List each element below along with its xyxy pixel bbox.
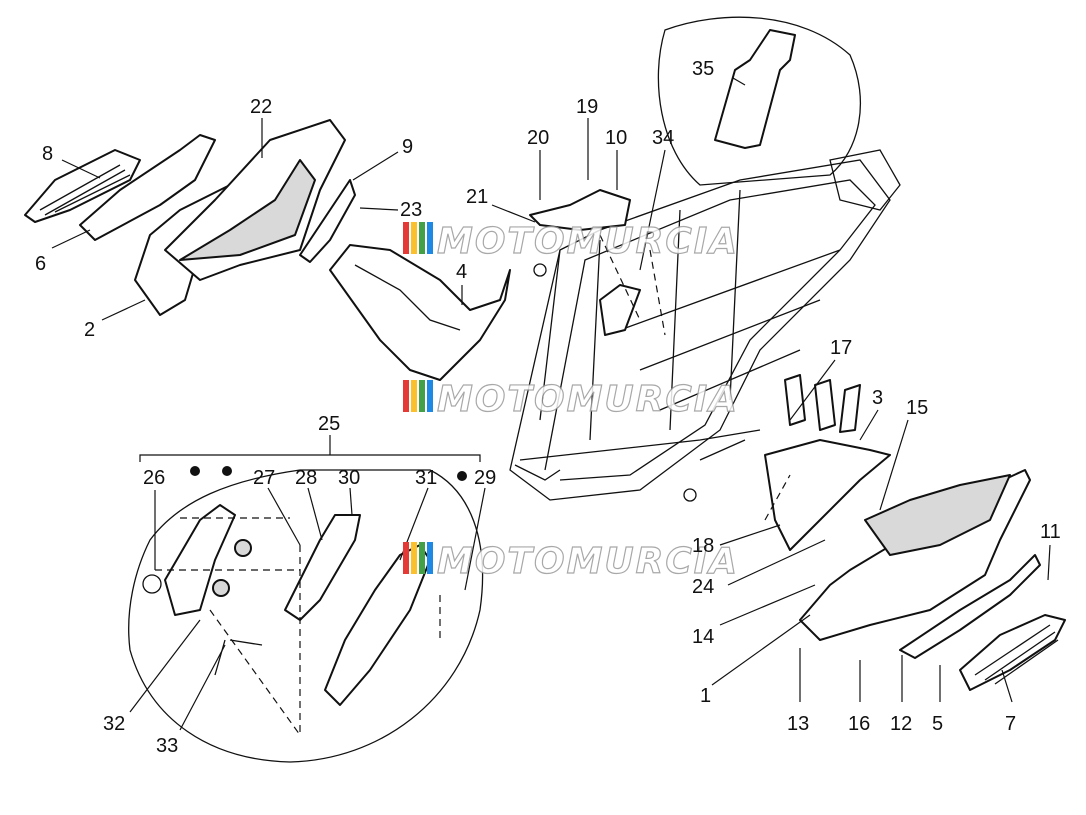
- callout-19: 19: [576, 96, 598, 118]
- watermark-middle: MOTOMURCIA: [403, 378, 739, 421]
- part-3-bracket: [764, 439, 891, 551]
- callout-30: 30: [338, 467, 360, 489]
- dot-b: [222, 466, 232, 476]
- callout-11: 11: [1040, 521, 1061, 543]
- callout-25: 25: [318, 413, 340, 435]
- callout-8: 8: [42, 143, 53, 165]
- callout-20: 20: [527, 127, 549, 149]
- callout-labels: 8 6 2 22 9 23 4 20 19 10 34 21 35 17 3 1…: [35, 58, 1061, 757]
- callout-17: 17: [830, 337, 852, 359]
- callout-9: 9: [402, 136, 413, 158]
- callout-14: 14: [692, 626, 714, 648]
- callout-24: 24: [692, 576, 714, 598]
- watermark-bottom: MOTOMURCIA: [403, 540, 739, 583]
- assembly-dashed-lines: [155, 234, 791, 736]
- callout-27: 27: [253, 467, 275, 489]
- part-26-bracket: [164, 504, 236, 616]
- watermark-top: MOTOMURCIA: [403, 220, 739, 263]
- part-27-washer-b: [212, 579, 230, 597]
- watermark-text-middle: MOTOMURCIA: [437, 379, 739, 420]
- part-32-washer: [142, 574, 162, 594]
- part-12-rail: [899, 554, 1041, 659]
- leader-lines: [51, 77, 1051, 731]
- part-22-shading: [179, 159, 316, 261]
- watermark-text-top: MOTOMURCIA: [437, 221, 739, 262]
- part-7-hatch: [974, 624, 1059, 685]
- part-10-bracket: [529, 189, 631, 231]
- callout-7: 7: [1005, 713, 1016, 735]
- dot-a: [190, 466, 200, 476]
- part-7-mat: [959, 614, 1066, 691]
- callout-22: 22: [250, 96, 272, 118]
- callout-5: 5: [932, 713, 943, 735]
- callout-16: 16: [848, 713, 870, 735]
- part-33-pin: [214, 639, 263, 676]
- callout-35: 35: [692, 58, 714, 80]
- part-34-bracket: [599, 284, 641, 336]
- watermark-text-bottom: MOTOMURCIA: [437, 541, 739, 582]
- part-9-strip: [299, 179, 356, 263]
- part-4-panel: [329, 244, 511, 381]
- callout-21: 21: [466, 186, 488, 208]
- part-27-washer-a: [234, 539, 252, 557]
- callout-6: 6: [35, 253, 46, 275]
- callout-2: 2: [84, 319, 95, 341]
- callout-1: 1: [700, 685, 711, 707]
- callout-26: 26: [143, 467, 165, 489]
- callout-4: 4: [456, 261, 467, 283]
- callout-15: 15: [906, 397, 928, 419]
- callout-3: 3: [872, 387, 883, 409]
- callout-32: 32: [103, 713, 125, 735]
- part-28-cover: [284, 514, 361, 621]
- callout-23: 23: [400, 199, 422, 221]
- callout-31: 31: [415, 467, 437, 489]
- callout-13: 13: [787, 713, 809, 735]
- callout-18: 18: [692, 535, 714, 557]
- scooter-frame: [509, 149, 901, 502]
- dot-c: [457, 471, 467, 481]
- part-35-cover: [714, 29, 796, 149]
- callout-28: 28: [295, 467, 317, 489]
- callout-34: 34: [652, 127, 674, 149]
- part-15-inner: [864, 474, 1011, 556]
- callout-33: 33: [156, 735, 178, 757]
- part-8-hatch: [39, 164, 131, 216]
- callout-29: 29: [474, 467, 496, 489]
- detail-circle-35: [657, 16, 862, 186]
- detail-circle-25: [128, 469, 484, 763]
- part-17-pads: [784, 374, 861, 433]
- callout-10: 10: [605, 127, 627, 149]
- callout-12: 12: [890, 713, 912, 735]
- part-4-inner: [354, 264, 461, 331]
- part-6-panel: [79, 134, 216, 241]
